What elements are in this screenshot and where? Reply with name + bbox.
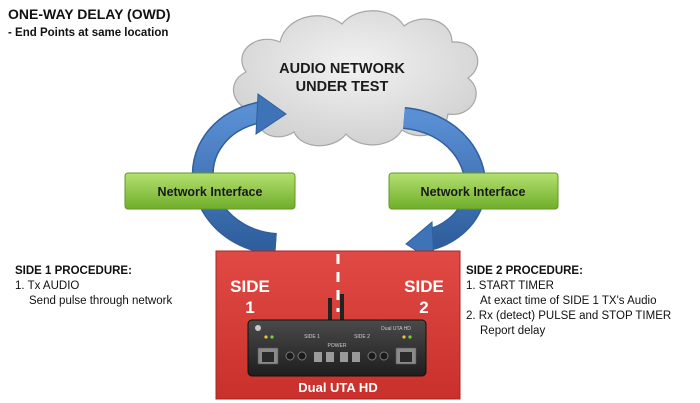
panel-brand-text: Dual UTA HD <box>381 326 411 332</box>
side1-step1: 1. Tx AUDIO <box>15 280 80 292</box>
cloud-label-line2: UNDER TEST <box>296 79 389 95</box>
audio-jack-icon <box>297 351 307 361</box>
usb-port-icon <box>352 352 360 362</box>
network-interface-right: Network Interface <box>388 172 559 210</box>
usb-port-icon <box>340 352 348 362</box>
side2-step2: 2. Rx (detect) PULSE and STOP TIMER <box>466 310 672 322</box>
cloud-label-line1: AUDIO NETWORK <box>279 61 405 77</box>
panel-side2-text: SIDE 2 <box>354 334 370 340</box>
panel-side1-text: SIDE 1 <box>304 334 320 340</box>
side2-step1: 1. START TIMER <box>466 280 554 292</box>
antenna-left <box>328 298 332 322</box>
left-curved-arrow <box>191 93 287 255</box>
led-icon <box>408 335 412 339</box>
ethernet-port-inner <box>400 352 412 362</box>
side1-procedure: SIDE 1 PROCEDURE: 1. Tx AUDIO Send pulse… <box>15 264 172 309</box>
audio-jack-icon <box>367 351 377 361</box>
led-icon <box>264 335 268 339</box>
device-name-label: Dual UTA HD <box>298 380 377 395</box>
diagram-subtitle: - End Points at same location <box>8 27 169 39</box>
side2-label-number: 2 <box>419 298 428 317</box>
side2-procedure: SIDE 2 PROCEDURE: 1. START TIMER At exac… <box>466 264 671 339</box>
diagram-title: ONE-WAY DELAY (OWD) <box>8 6 171 22</box>
ethernet-port-inner <box>262 352 274 362</box>
device-front-panel: Dual UTA HD SIDE 1 SIDE 2 POWER <box>247 319 427 377</box>
led-icon <box>270 335 274 339</box>
audio-jack-icon <box>379 351 389 361</box>
side2-step1-detail: At exact time of SIDE 1 TX's Audio <box>480 295 657 307</box>
side2-step2-detail: Report delay <box>480 325 546 337</box>
antenna-right <box>340 294 344 322</box>
panel-logo-icon <box>255 325 261 331</box>
side1-procedure-heading: SIDE 1 PROCEDURE: <box>15 265 132 277</box>
network-interface-left: Network Interface <box>124 172 296 210</box>
panel-power-text: POWER <box>328 343 347 349</box>
audio-jack-icon <box>285 351 295 361</box>
network-interface-left-label: Network Interface <box>158 185 263 199</box>
usb-port-icon <box>314 352 322 362</box>
side1-label-number: 1 <box>245 298 254 317</box>
side2-label-word: SIDE <box>404 277 444 296</box>
network-interface-right-label: Network Interface <box>421 185 526 199</box>
device-box: SIDE 1 SIDE 2 Dual UTA HD SIDE 1 SIDE 2 … <box>215 250 461 400</box>
side1-step1-detail: Send pulse through network <box>29 295 173 307</box>
side1-label-word: SIDE <box>230 277 270 296</box>
led-icon <box>402 335 406 339</box>
side2-procedure-heading: SIDE 2 PROCEDURE: <box>466 265 583 277</box>
usb-port-icon <box>326 352 334 362</box>
